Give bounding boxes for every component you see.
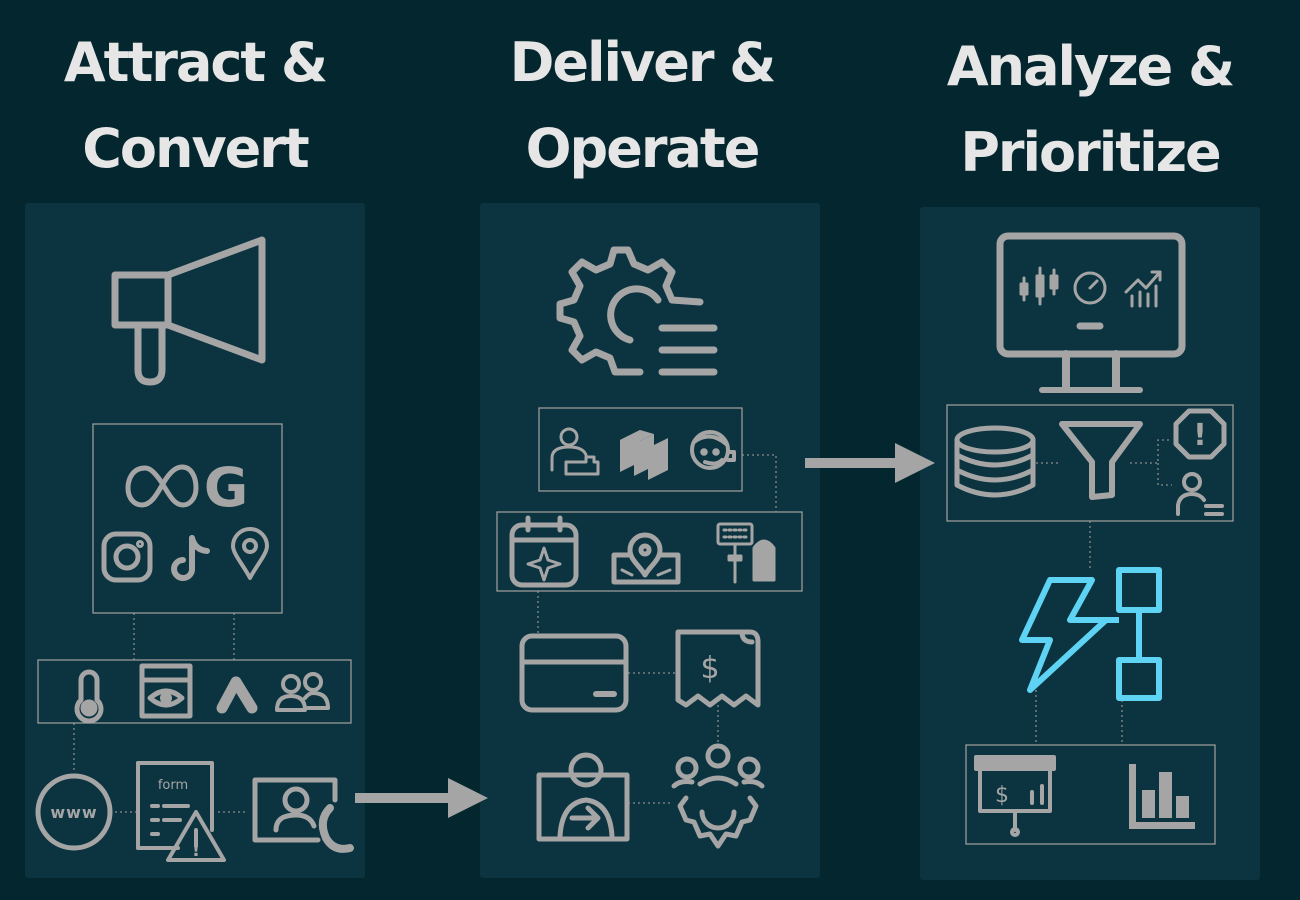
funnel-icon (1059, 421, 1143, 500)
column-title-line1: Deliver & (509, 31, 777, 94)
person-list-icon (1176, 472, 1224, 516)
megaphone-icon (111, 236, 266, 386)
user-desk-icon (550, 427, 600, 476)
group-boxes (37, 404, 1234, 845)
phone-tool-icon (716, 522, 776, 584)
calendar-star-icon (509, 515, 579, 588)
web-view-icon (139, 663, 193, 719)
presentation-dollar-label: $ (995, 783, 1009, 808)
receipt-dollar-icon (675, 629, 761, 708)
connector-lines (73, 439, 1172, 813)
alert-octagon-icon (1173, 408, 1227, 460)
column-title-line2: Prioritize (960, 121, 1221, 184)
column-title-attract: Attract & Convert (25, 20, 365, 192)
credit-card-icon (519, 633, 629, 713)
column-title-line1: Analyze & (946, 35, 1235, 98)
lightning-flow-icon (1019, 567, 1162, 701)
column-title-analyze: Analyze & Prioritize (920, 24, 1260, 196)
receipt-dollar-label: $ (700, 651, 719, 686)
tiktok-icon (171, 535, 210, 581)
column-title-line2: Convert (82, 117, 309, 180)
column-title-deliver: Deliver & Operate (472, 20, 812, 192)
stack-icon (620, 430, 668, 480)
presentation-chart-icon (974, 755, 1056, 837)
gear-list-icon (556, 246, 718, 376)
column-title-line1: Attract & (63, 31, 328, 94)
google-ads-icon (216, 676, 258, 714)
users-icon (275, 672, 330, 712)
google-icon: G (204, 456, 248, 519)
arrow-deliver-to-analyze (805, 443, 935, 483)
instagram-icon (101, 531, 153, 583)
bar-chart-icon (1129, 764, 1195, 829)
panel-analyze (920, 207, 1260, 880)
form-alert-icon (136, 761, 226, 862)
contact-call-icon (252, 777, 354, 853)
meta-icon (125, 464, 199, 508)
alert-octagon-mark: ! (1193, 418, 1207, 453)
arrow-attract-to-deliver (355, 778, 488, 818)
login-portal-icon (536, 752, 630, 842)
monitor-dashboard-icon (996, 232, 1186, 393)
support-agent-icon (690, 430, 736, 470)
team-gear-icon (671, 743, 765, 849)
map-pin-icon (231, 527, 269, 580)
column-title-line2: Operate (525, 117, 761, 180)
database-icon (954, 425, 1036, 498)
map-location-icon (611, 532, 681, 585)
form-alert-mark: ! (192, 840, 200, 861)
thermometer-icon (74, 669, 104, 724)
form-label: form (158, 778, 188, 793)
www-icon (35, 773, 113, 851)
www-label: www (50, 803, 97, 822)
